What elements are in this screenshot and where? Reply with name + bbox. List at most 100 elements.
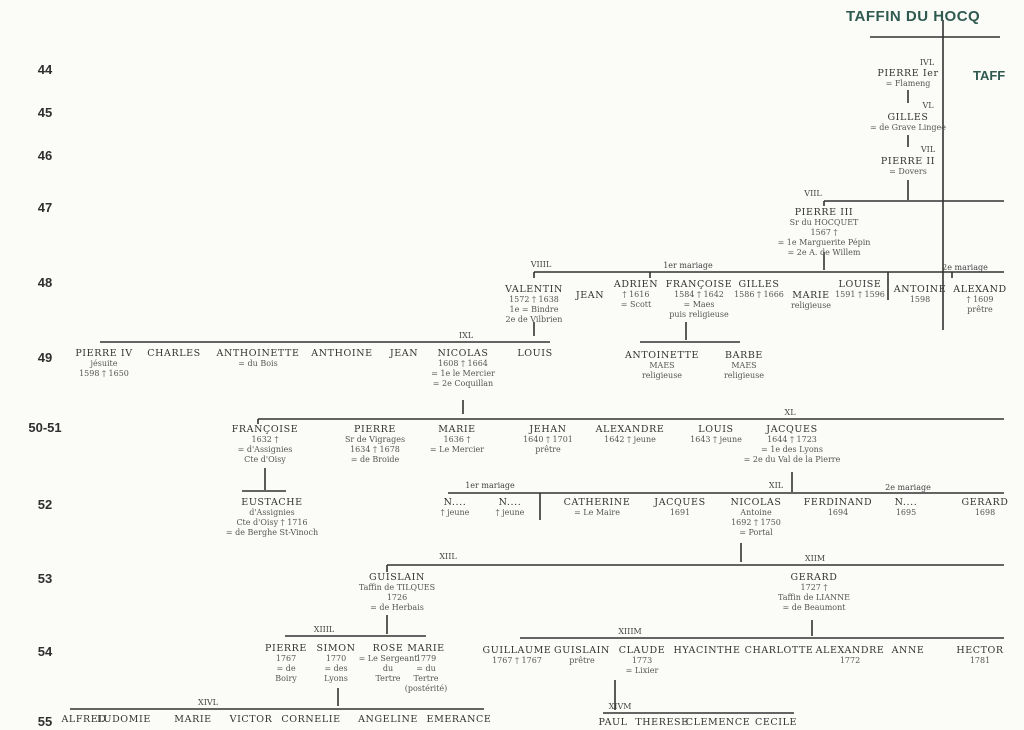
person-name: FERDINAND <box>803 497 873 508</box>
person-name: JEAN <box>575 290 605 301</box>
person-detail: = Lixier <box>625 666 659 675</box>
person-entry: PIERRE II= Dovers <box>881 156 935 177</box>
generation-number: 55 <box>37 714 53 729</box>
person-name: ALFRED <box>61 714 107 725</box>
person-detail: Antoine <box>740 508 772 517</box>
person-detail: 1770 <box>325 654 347 663</box>
person-name: ANTOINETTE <box>624 350 700 361</box>
person-entry: MARIE <box>174 714 211 725</box>
person-detail: 1692 † 1750 <box>731 518 781 527</box>
branch-label: XL <box>784 408 796 417</box>
branch-label: XIIIL <box>313 625 335 634</box>
person-name: CHARLES <box>147 348 201 359</box>
person-detail: Taffin de LIANNE <box>778 593 850 602</box>
person-detail: prêtre <box>535 445 561 454</box>
person-name: NICOLAS <box>437 348 489 359</box>
person-entry: ALFRED <box>61 714 106 725</box>
person-detail: = de Beaumont <box>782 603 846 612</box>
person-detail: 1698 <box>974 508 996 517</box>
person-entry: PIERRE Ier= Flameng <box>877 68 938 89</box>
person-detail: 1640 † 1701 <box>523 435 573 444</box>
person-detail: 1591 † 1596 <box>835 290 885 299</box>
generation-number: 44 <box>37 62 53 77</box>
branch-label: 2e mariage <box>885 483 931 492</box>
person-detail: 1779 <box>415 654 437 663</box>
generation-number: 45 <box>37 105 53 120</box>
person-name: CHARLOTTE <box>744 645 814 656</box>
person-entry: LOUIS <box>517 348 552 359</box>
person-detail: religieuse <box>790 301 832 310</box>
person-name: ANNE <box>891 645 925 656</box>
generation-number: 46 <box>37 148 53 163</box>
person-name: MARIE <box>174 714 212 725</box>
person-entry: THERESE <box>635 717 688 728</box>
person-detail: 1632 † <box>251 435 279 444</box>
person-detail: 1691 <box>669 508 691 517</box>
person-detail: Tertre <box>413 674 439 683</box>
person-detail: = Le Sergeant <box>358 654 418 663</box>
person-detail: † jeune <box>495 508 525 517</box>
branch-label: XIVM <box>608 702 632 711</box>
person-entry: N....† jeune <box>496 497 525 518</box>
branch-label: VIIIL <box>530 260 552 269</box>
person-entry: N....† jeune <box>441 497 470 518</box>
person-name: ANTHOINE <box>311 348 373 359</box>
person-detail: = du <box>416 664 436 673</box>
person-name: ANTHOINETTE <box>216 348 300 359</box>
person-detail: 1567 † <box>810 228 838 237</box>
person-name: HYACINTHE <box>673 645 741 656</box>
person-detail: Tertre <box>375 674 401 683</box>
person-detail: religieuse <box>641 371 683 380</box>
person-detail: Boiry <box>275 674 297 683</box>
person-detail: 2e de Vilbrien <box>505 315 563 324</box>
person-detail: 1644 † 1723 <box>767 435 817 444</box>
person-detail: = d'Assignies <box>237 445 293 454</box>
person-name: ANGELINE <box>358 714 418 725</box>
person-detail: = Scott <box>620 300 652 309</box>
person-detail: = Flameng <box>885 79 931 88</box>
branch-label: IXL <box>458 331 474 340</box>
person-detail: = de <box>276 664 296 673</box>
person-name: JACQUES <box>766 424 818 435</box>
person-entry: CLEMENCE <box>686 717 751 728</box>
generation-number: 50-51 <box>28 420 62 435</box>
person-detail: Cte d'Oisy † 1716 <box>236 518 308 527</box>
generation-number: 48 <box>37 275 53 290</box>
branch-label: 1er mariage <box>663 261 713 270</box>
person-name: PAUL <box>598 717 628 728</box>
person-detail: = 1e Marguerite Pépin <box>777 238 871 247</box>
person-entry: EMERANCE <box>427 714 492 725</box>
person-detail: Taffin de TILQUES <box>358 583 436 592</box>
person-name: ALEXANDRE <box>815 645 885 656</box>
person-detail: (postérité) <box>404 684 448 693</box>
person-entry: GILLES= de Grave Lingee <box>870 112 946 133</box>
person-detail: religieuse <box>723 371 765 380</box>
person-detail: 1643 † jeune <box>690 435 742 444</box>
branch-label: 1er mariage <box>465 481 515 490</box>
generation-number: 52 <box>37 497 53 512</box>
person-entry: ANNE <box>892 645 925 656</box>
person-detail: = 1e des Lyons <box>761 445 823 454</box>
side-title: TAFF <box>973 68 1006 83</box>
person-detail: 1727 † <box>800 583 828 592</box>
person-detail: Sr de Vigrages <box>344 435 406 444</box>
person-entry: N....1695 <box>895 497 918 518</box>
